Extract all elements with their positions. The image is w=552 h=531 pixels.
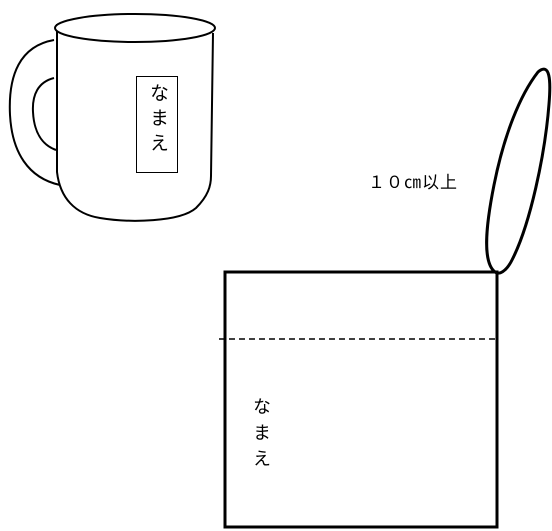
mug-rim: [54, 13, 216, 43]
bag-strap: [485, 67, 552, 275]
strap-length-label: １０㎝以上: [368, 173, 458, 193]
mug: [8, 13, 216, 222]
bag-body: [223, 270, 499, 529]
bag: [219, 67, 552, 529]
mug-handle-inner: [31, 77, 57, 151]
bag-name-label: なまえ: [250, 397, 271, 475]
mug-handle: [8, 39, 61, 186]
mug-body: [56, 24, 214, 222]
mug-name-label: なまえ: [147, 83, 169, 158]
mug-name-tag: なまえ: [136, 76, 178, 173]
